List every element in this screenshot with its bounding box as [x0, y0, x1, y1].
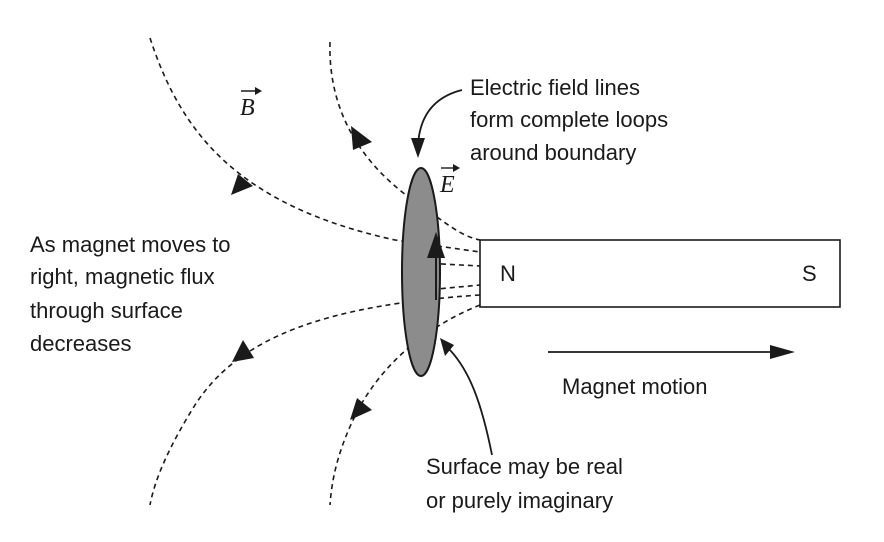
surface-callout-line-2: or purely imaginary — [426, 488, 613, 513]
field-arrow-outer-top — [231, 174, 253, 195]
b-field-label: B — [240, 95, 255, 121]
surface-callout-text: Surface may be real or purely imaginary — [426, 454, 629, 513]
south-pole-label: S — [802, 261, 817, 286]
electric-callout-pointer — [417, 89, 463, 146]
field-line-outer-bottom — [149, 294, 481, 506]
electric-callout-line-1: Electric field lines — [470, 75, 640, 100]
e-field-arrowhead — [427, 232, 445, 258]
field-line-inner-top — [329, 41, 481, 241]
b-vector-head — [255, 87, 262, 95]
motion-label: Magnet motion — [562, 374, 708, 399]
field-arrow-outer-bottom — [232, 340, 254, 362]
motion-arrowhead — [770, 345, 795, 359]
e-vector-head — [453, 164, 460, 172]
flux-note-line-2: right, magnetic flux — [30, 264, 215, 289]
electric-callout-text: Electric field lines form complete loops… — [470, 75, 674, 165]
electric-callout-line-2: form complete loops — [470, 107, 668, 132]
field-arrow-inner-bottom — [350, 398, 372, 420]
surface-disk — [401, 167, 441, 377]
surface-callout-line-1: Surface may be real — [426, 454, 623, 479]
flux-note-line-4: decreases — [30, 331, 132, 356]
electric-callout-arrowhead — [411, 138, 425, 158]
field-arrow-inner-top — [351, 126, 372, 150]
flux-note: As magnet moves to right, magnetic flux … — [30, 232, 237, 356]
field-line-outer-top — [149, 37, 481, 253]
electric-callout-line-3: around boundary — [470, 140, 636, 165]
surface-callout-pointer — [447, 347, 493, 456]
surface-callout-arrowhead — [440, 338, 454, 356]
e-field-label: E — [439, 172, 455, 198]
bar-magnet — [479, 239, 841, 308]
flux-note-line-3: through surface — [30, 298, 183, 323]
flux-note-line-1: As magnet moves to — [30, 232, 231, 257]
north-pole-label: N — [500, 261, 516, 286]
